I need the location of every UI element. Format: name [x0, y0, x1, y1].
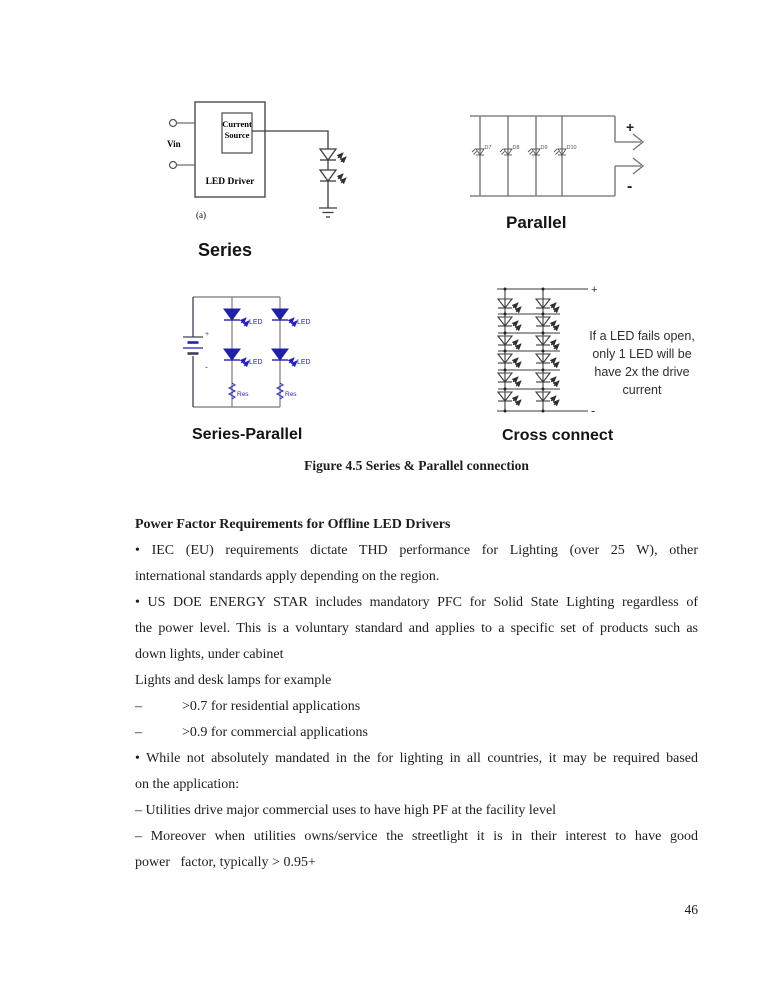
led-icon	[498, 373, 521, 386]
body-line: • IEC (EU) requirements dictate THD perf…	[135, 543, 698, 558]
led-icon	[498, 392, 521, 405]
diode-label: D10	[567, 145, 577, 151]
diode-label: D7	[485, 145, 492, 151]
input-terminal-icon	[168, 118, 178, 128]
body-line: – >0.7 for residential applications	[135, 694, 698, 720]
list-dash: –	[135, 725, 142, 740]
led-icon	[498, 317, 521, 330]
led-label: LED	[249, 319, 263, 326]
body-line: the power level. This is a voluntary sta…	[135, 621, 698, 636]
led-icon	[527, 148, 541, 156]
sub-figure-label: (a)	[196, 210, 206, 220]
body-heading: Power Factor Requirements for Offline LE…	[135, 517, 451, 532]
body-line: – Utilities drive major commercial uses …	[135, 803, 557, 818]
led-icon	[320, 149, 346, 162]
led-icon	[536, 354, 559, 367]
series-title: Series	[198, 240, 252, 260]
led-icon	[536, 299, 559, 312]
led-icon	[498, 299, 521, 312]
led-label: LED	[297, 319, 311, 326]
led-icon	[224, 349, 249, 366]
plus-label: +	[591, 284, 597, 296]
battery-minus-label: -	[205, 362, 208, 372]
body-line: down lights, under cabinet	[135, 647, 284, 662]
body-text: Power Factor Requirements for Offline LE…	[135, 512, 698, 876]
led-driver-box	[194, 101, 266, 198]
parallel-circuit-diagram: D7 D8 D9 D10 + - Parallel	[470, 115, 645, 232]
note-line: If a LED fails open,	[589, 329, 695, 343]
list-item-text: >0.9 for commercial applications	[182, 725, 368, 740]
current-source-label: Current	[222, 119, 252, 129]
diode-label: D9	[541, 145, 548, 151]
led-icon	[471, 148, 485, 156]
cross-connect-title: Cross connect	[502, 427, 614, 444]
output-plus-arrow-icon	[614, 116, 645, 151]
led-icon	[536, 336, 559, 349]
body-line: on the application:	[135, 777, 240, 792]
input-terminal-icon	[168, 160, 178, 170]
series-parallel-circuit-diagram: + - LED LED LED LED Res Res Series-Paral…	[183, 296, 311, 443]
page-number: 46	[684, 902, 699, 917]
list-dash: –	[135, 699, 142, 714]
body-line: • While not absolutely mandated in the f…	[135, 751, 698, 766]
plus-label: +	[626, 119, 634, 135]
note-line: have 2x the drive	[594, 365, 689, 379]
resistor-icon	[275, 382, 285, 400]
cross-connect-circuit-diagram: + - If a LED fails open, only 1 LED will…	[497, 284, 695, 444]
series-parallel-title: Series-Parallel	[192, 426, 302, 443]
body-line: – >0.9 for commercial applications	[135, 720, 698, 746]
led-icon	[498, 354, 521, 367]
ground-icon	[319, 207, 337, 218]
current-source-box	[221, 112, 253, 154]
battery-plus-label: +	[205, 331, 209, 338]
led-icon	[536, 392, 559, 405]
resistor-icon	[227, 382, 237, 400]
current-source-label: Source	[225, 130, 250, 140]
body-line: international standards apply depending …	[135, 569, 440, 584]
body-line: power factor, typically > 0.95+	[135, 855, 316, 870]
led-icon	[272, 309, 297, 326]
minus-label: -	[591, 403, 595, 418]
led-label: LED	[297, 359, 311, 366]
led-icon	[553, 148, 567, 156]
series-circuit-diagram: Current Source LED Driver Vin (a) Series	[167, 101, 375, 260]
vin-label: Vin	[167, 139, 181, 149]
minus-label: -	[627, 178, 632, 195]
diode-label: D8	[513, 145, 520, 151]
parallel-title: Parallel	[506, 213, 567, 232]
led-icon	[320, 170, 346, 183]
led-icon	[499, 148, 513, 156]
led-icon	[224, 309, 249, 326]
led-icon	[272, 349, 297, 366]
battery-icon	[183, 336, 203, 355]
note-line: current	[623, 383, 662, 397]
output-minus-arrow-icon	[614, 157, 645, 196]
figure-caption: Figure 4.5 Series & Parallel connection	[304, 458, 529, 473]
body-line: • US DOE ENERGY STAR includes mandatory …	[135, 595, 698, 610]
led-driver-label: LED Driver	[206, 177, 256, 187]
junction-dots	[503, 287, 545, 413]
led-icon	[536, 317, 559, 330]
list-item-text: >0.7 for residential applications	[182, 699, 361, 714]
resistor-label: Res	[285, 391, 297, 398]
output-wire	[252, 130, 329, 149]
led-label: LED	[249, 359, 263, 366]
resistor-label: Res	[237, 391, 249, 398]
note-line: only 1 LED will be	[592, 347, 691, 361]
led-icon	[536, 373, 559, 386]
body-line: – Moreover when utilities owns/service t…	[135, 829, 698, 844]
body-line: Lights and desk lamps for example	[135, 673, 332, 688]
led-icon	[498, 336, 521, 349]
